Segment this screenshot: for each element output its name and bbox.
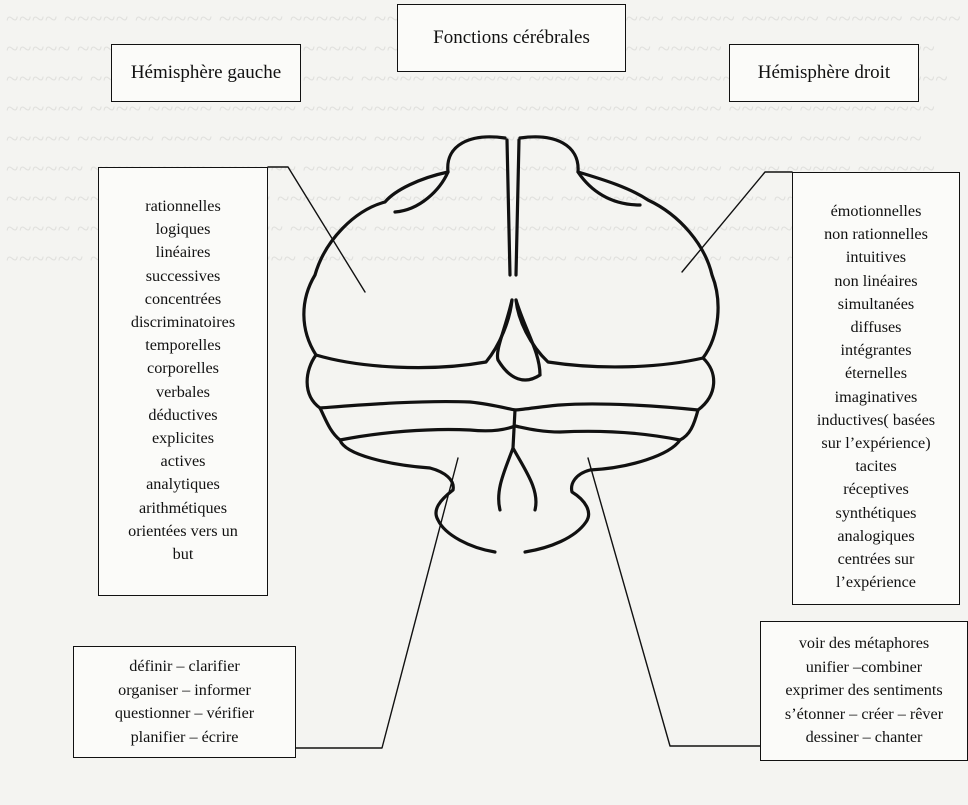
list-item: émotionnelles [793, 200, 959, 223]
activity-item: définir – clarifier [74, 655, 295, 679]
list-item: intuitives [793, 246, 959, 269]
left-hemisphere-header: Hémisphère gauche [111, 44, 301, 102]
activity-item: exprimer des sentiments [761, 679, 967, 703]
list-item: tacites [793, 455, 959, 478]
list-item: analogiques [793, 525, 959, 548]
pointer-right-activities [588, 458, 760, 746]
right-hemisphere-label: Hémisphère droit [758, 62, 890, 84]
central-fissure-2 [516, 140, 519, 275]
upper-fold-left [395, 172, 448, 212]
activity-item: unifier –combiner [761, 656, 967, 680]
central-lobe [497, 300, 540, 380]
title-box: Fonctions cérébrales [397, 4, 626, 72]
list-item: non rationnelles [793, 223, 959, 246]
list-item: verbales [99, 381, 267, 404]
right-functions-box: émotionnelles non rationnelles intuitive… [792, 172, 960, 605]
activity-item: questionner – vérifier [74, 702, 295, 726]
list-item: simultanées [793, 293, 959, 316]
list-item: concentrées [99, 288, 267, 311]
list-item: réceptives [793, 478, 959, 501]
diagram-title: Fonctions cérébrales [433, 27, 590, 49]
lower-band-right [515, 426, 680, 440]
central-fissure [507, 140, 510, 275]
list-item: déductives [99, 404, 267, 427]
activity-item: s’étonner – créer – rêver [761, 703, 967, 727]
activity-item: voir des métaphores [761, 632, 967, 656]
list-item: rationnelles [99, 195, 267, 218]
list-item: successives [99, 265, 267, 288]
list-item: orientées vers un [99, 520, 267, 543]
upper-fold-right [578, 172, 640, 205]
left-functions-box: rationnelles logiques linéaires successi… [98, 167, 268, 596]
list-item: diffuses [793, 316, 959, 339]
list-item: actives [99, 450, 267, 473]
list-item: linéaires [99, 241, 267, 264]
upper-lobe-line [316, 300, 512, 368]
list-item: explicites [99, 427, 267, 450]
list-item: but [99, 543, 267, 566]
brain-outline-left [304, 137, 505, 552]
pointer-left-activities [296, 458, 458, 748]
pointer-right-functions [682, 172, 792, 272]
brain-outline-right [520, 137, 718, 552]
list-item: éternelles [793, 362, 959, 385]
list-item: logiques [99, 218, 267, 241]
list-item: arithmétiques [99, 497, 267, 520]
left-hemisphere-label: Hémisphère gauche [131, 62, 281, 84]
list-item: sur l’expérience) [793, 432, 959, 455]
list-item: inductives( basées [793, 409, 959, 432]
list-item: imaginatives [793, 386, 959, 409]
middle-band-right [515, 404, 698, 410]
list-item: l’expérience [793, 571, 959, 594]
list-item: analytiques [99, 473, 267, 496]
activity-item: organiser – informer [74, 679, 295, 703]
list-item: non linéaires [793, 270, 959, 293]
list-item: discriminatoires [99, 311, 267, 334]
right-activities-box: voir des métaphores unifier –combiner ex… [760, 621, 968, 761]
activity-item: dessiner – chanter [761, 726, 967, 750]
list-item: synthétiques [793, 502, 959, 525]
list-item: centrées sur [793, 548, 959, 571]
upper-lobe-line-r [516, 300, 703, 367]
activity-item: planifier – écrire [74, 726, 295, 750]
left-activities-box: définir – clarifier organiser – informer… [73, 646, 296, 758]
lower-band-left [340, 426, 515, 440]
right-hemisphere-header: Hémisphère droit [729, 44, 919, 102]
list-item: corporelles [99, 357, 267, 380]
list-item: intégrantes [793, 339, 959, 362]
list-item: temporelles [99, 334, 267, 357]
middle-band-left [320, 402, 515, 410]
